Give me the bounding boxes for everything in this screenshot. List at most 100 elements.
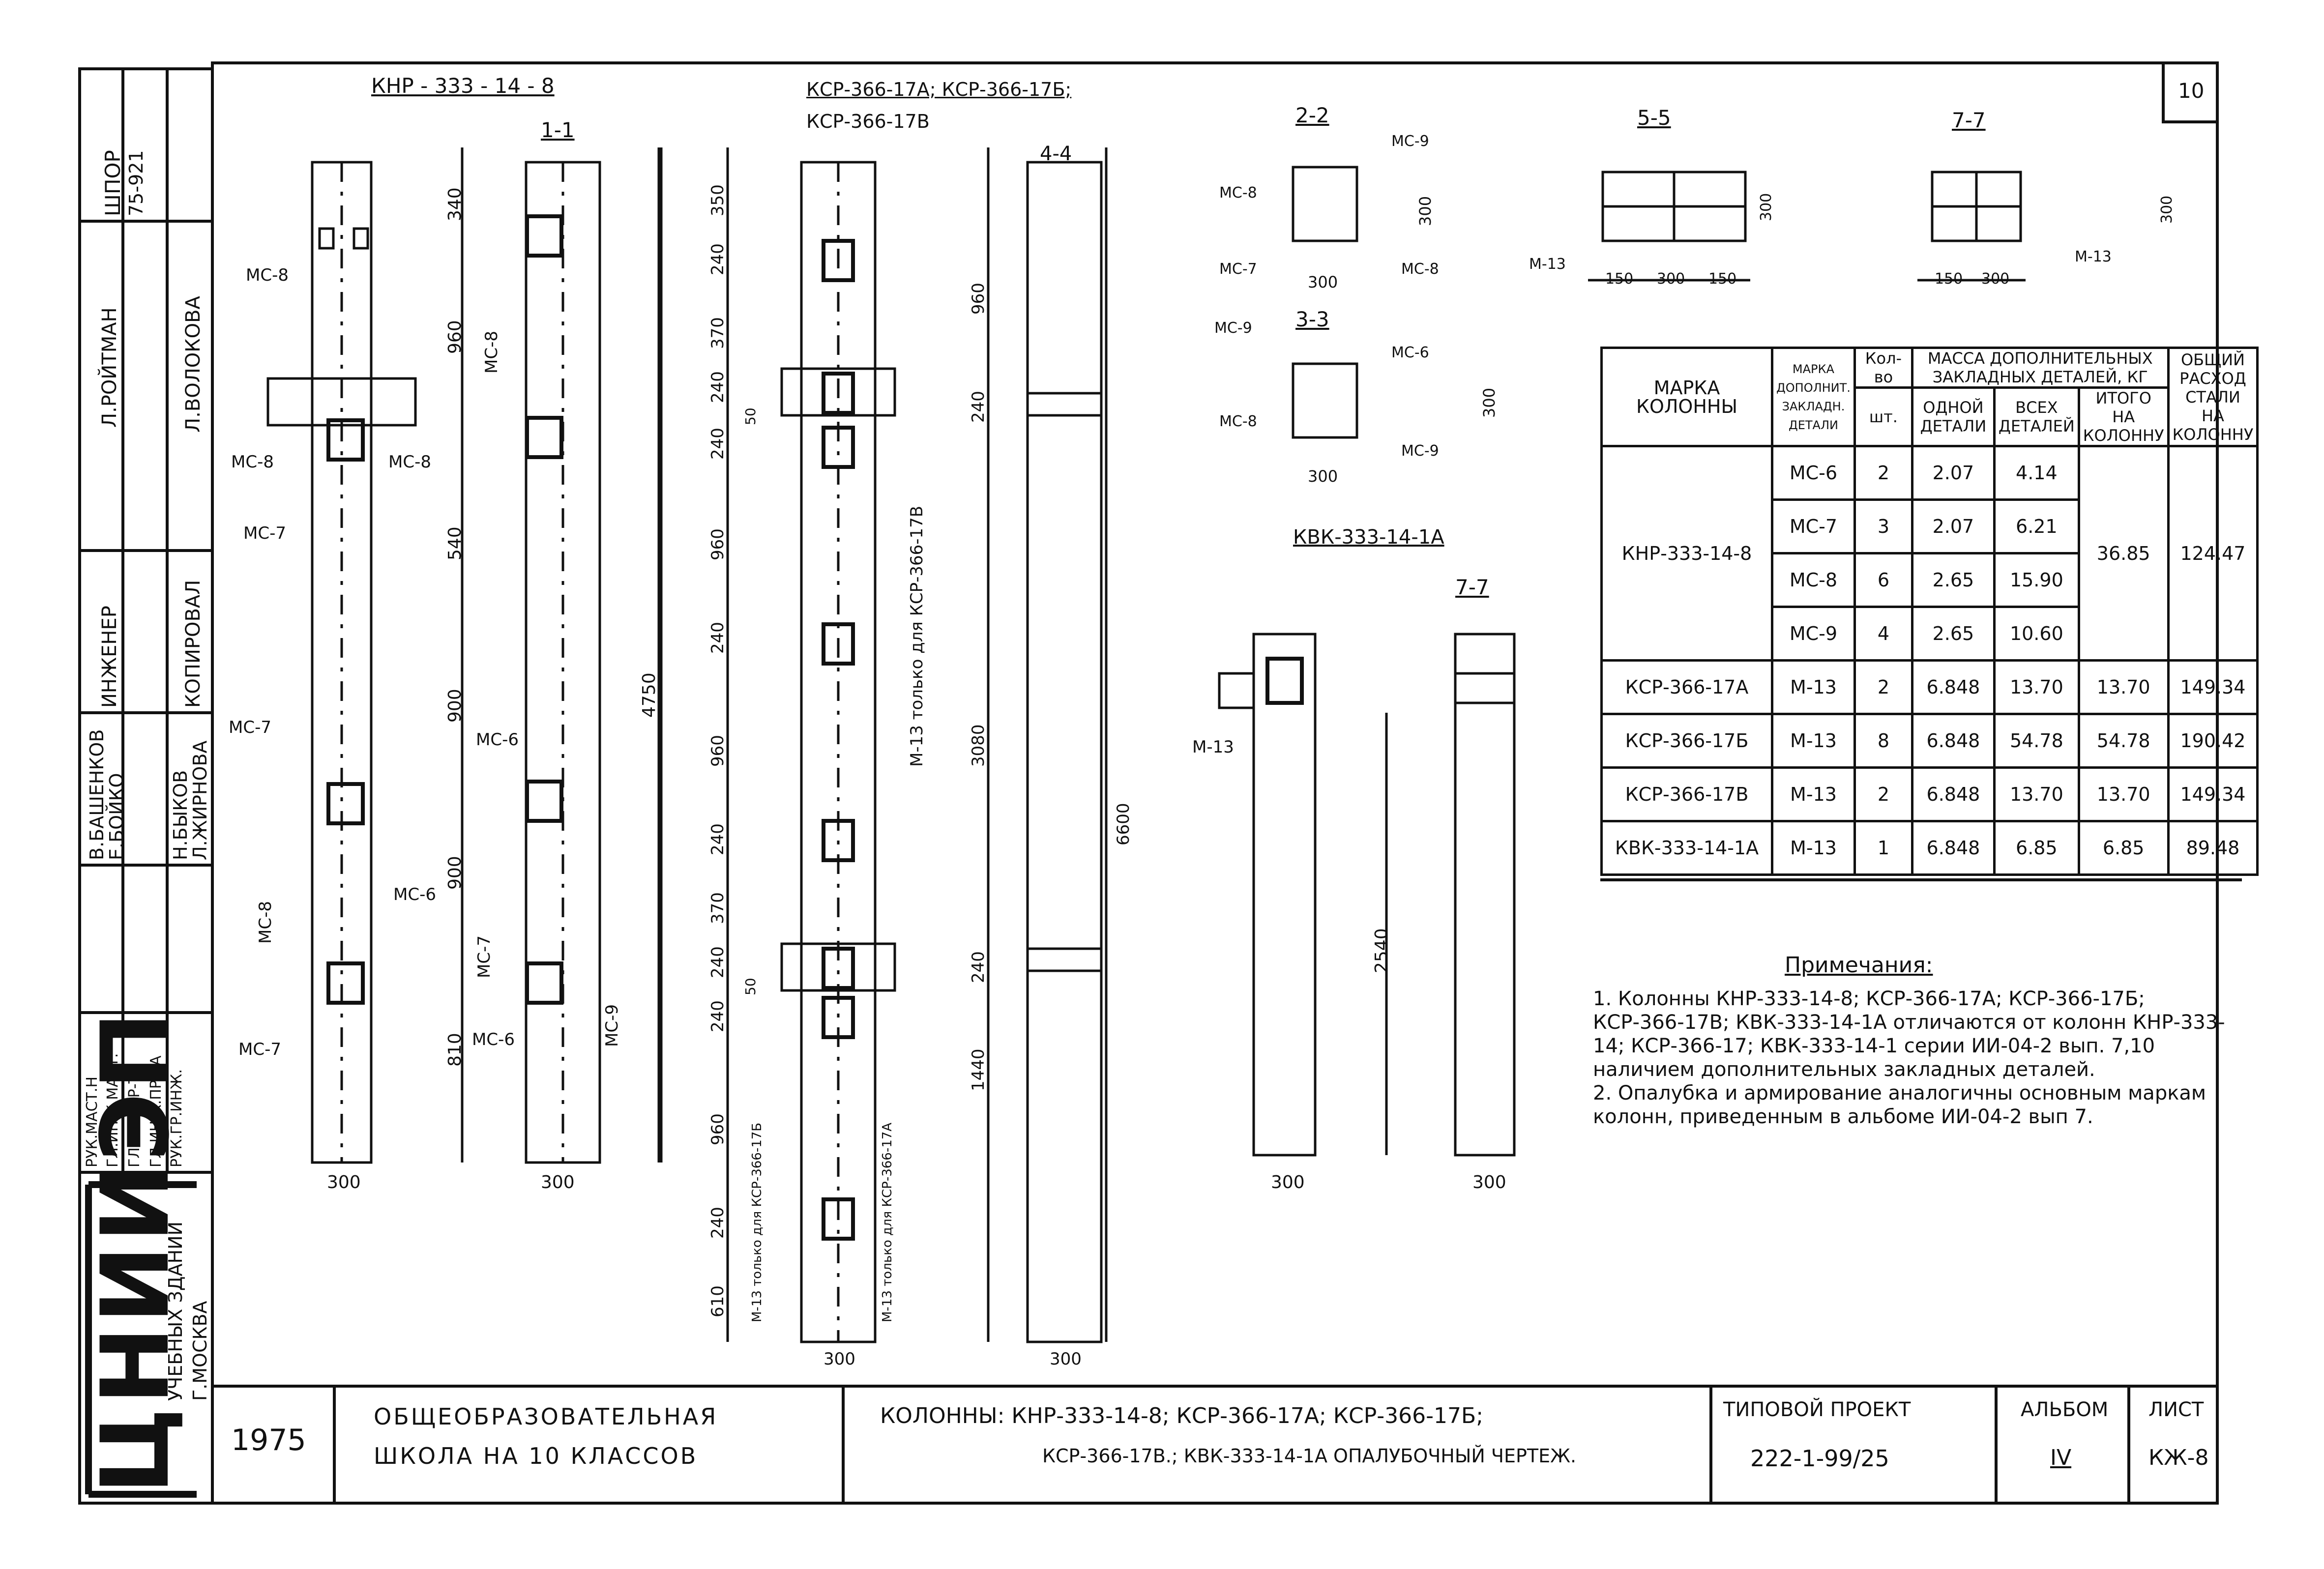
label-ms6-11: МС-6 xyxy=(476,730,519,750)
stamp-code-2: 75-921 xyxy=(125,150,147,216)
cell-one: 6.848 xyxy=(1911,659,1996,715)
cell-one: 6.848 xyxy=(1911,713,1996,769)
cell-all: 15.90 xyxy=(1993,552,2080,608)
tb-project-value: 222-1-99/25 xyxy=(1750,1445,1889,1472)
kvk-elevation xyxy=(1218,633,1516,1157)
label-m13-77: М-13 xyxy=(2075,248,2112,265)
dim-22-300: 300 xyxy=(1308,273,1338,291)
knr-elevation xyxy=(266,147,663,1164)
notes-title: Примечания: xyxy=(1785,953,1933,978)
dim-ksr-240-f: 240 xyxy=(708,946,728,978)
label-ms8-knr-4: МС-8 xyxy=(256,901,275,944)
section-7-7-top: 7-7 xyxy=(1952,108,1986,132)
cell-one: 6.848 xyxy=(1911,820,1996,876)
cell-part: М-13 xyxy=(1771,659,1856,715)
cell-part: МС-7 xyxy=(1771,498,1856,554)
stamp-name-bykov: Н.БЫКОВ xyxy=(170,770,191,860)
table-row: МС-8 6 2.65 15.90 xyxy=(1602,552,2258,608)
dim-ksr-240-right: 240 xyxy=(969,391,988,423)
dim-55-150: 150 xyxy=(1605,270,1634,288)
label-ms8-11: МС-8 xyxy=(482,331,501,374)
tb-sheet-label: ЛИСТ xyxy=(2148,1398,2204,1421)
cell-one: 2.07 xyxy=(1911,445,1996,501)
dim-kvk-300: 300 xyxy=(1271,1172,1305,1192)
tb-sheet-value: КЖ-8 xyxy=(2148,1445,2209,1470)
dim-kvk-2540: 2540 xyxy=(1372,928,1392,973)
cell-qty: 2 xyxy=(1853,766,1913,822)
dim-knr-4750: 4750 xyxy=(639,672,659,718)
label-ms7-knr-3: МС-7 xyxy=(238,1040,281,1059)
stamp-name-zhirnova: Л.ЖИРНОВА xyxy=(189,740,211,860)
table-row: КНР-333-14-8 МС-6 2 2.07 4.14 36.85 124.… xyxy=(1600,445,2259,662)
dim-ksr-50: 50 xyxy=(742,407,759,425)
cell-all: 13.70 xyxy=(1993,659,2080,715)
dim-55-150-b: 150 xyxy=(1708,270,1737,288)
stamp-name-roitman: Л.РОЙТМАН xyxy=(98,307,121,428)
cell-all: 6.85 xyxy=(1993,820,2080,876)
dim-77-150: 150 xyxy=(1935,270,1963,288)
dim-knr-900-b: 900 xyxy=(445,856,465,890)
cell-one: 2.07 xyxy=(1911,498,1996,554)
label-ms8-knr-3: МС-8 xyxy=(388,452,431,472)
label-ms8-22: МС-8 xyxy=(1219,184,1257,202)
dim-ksr-50-b: 50 xyxy=(742,978,759,995)
cell-steel: 149.34 xyxy=(2167,659,2259,715)
cell-part: М-13 xyxy=(1771,820,1856,876)
cell-mark: КСР-366-17А xyxy=(1600,659,1773,715)
table-row: МС-9 4 2.65 10.60 xyxy=(1602,606,2258,662)
label-ms8-knr: МС-8 xyxy=(246,265,289,285)
dim-22-300-v: 300 xyxy=(1416,196,1435,226)
dim-ksr-240-c: 240 xyxy=(708,428,728,460)
cell-steel: 190.42 xyxy=(2167,713,2259,769)
cell-all: 13.70 xyxy=(1993,766,2080,822)
dim-ksr-960: 960 xyxy=(708,528,728,560)
dim-ksr-240-h: 240 xyxy=(708,1207,728,1239)
embedded-parts-table: МАРКА КОЛОННЫ МАРКА ДОПОЛНИТ. ЗАКЛАДН. Д… xyxy=(1600,347,2259,876)
cell-all: 6.21 xyxy=(1993,498,2080,554)
cell-all: 10.60 xyxy=(1993,606,2080,662)
ksr-title-1: КСР-366-17А; КСР-366-17Б; xyxy=(806,79,1072,100)
tb-album-value: IV xyxy=(2050,1445,2072,1470)
section-7-7-kvk: 7-7 xyxy=(1455,575,1489,599)
cell-steel: 89.48 xyxy=(2167,820,2259,876)
label-ms9-22: МС-9 xyxy=(1391,133,1429,150)
knr-title: КНР - 333 - 14 - 8 xyxy=(371,74,555,98)
cell-part: МС-6 xyxy=(1771,445,1856,501)
stamp-code: ШПОР xyxy=(101,150,125,216)
dim-ksr-370-b: 370 xyxy=(708,892,728,924)
cell-qty: 2 xyxy=(1853,445,1913,501)
section-1-1: 1-1 xyxy=(541,118,575,142)
dim-ksr-240-d: 240 xyxy=(708,622,728,654)
table-row: КВК-333-14-1А М-13 1 6.848 6.85 6.85 89.… xyxy=(1600,820,2259,876)
stamp-name-bashenkov: В.БАШЕНКОВ xyxy=(86,729,108,860)
dim-11-300: 300 xyxy=(541,1172,575,1192)
label-ms8-22-b: МС-8 xyxy=(1401,261,1439,278)
label-ms7-11: МС-7 xyxy=(474,935,494,978)
dim-44-300: 300 xyxy=(1050,1349,1082,1369)
dim-knr-960: 960 xyxy=(445,320,465,354)
section-2-2: 2-2 xyxy=(1295,103,1329,127)
cell-all: 4.14 xyxy=(1993,445,2080,501)
tb-project-label: ТИПОВОЙ ПРОЕКТ xyxy=(1723,1398,1911,1421)
cell-mark: КСР-366-17В xyxy=(1600,766,1773,822)
ksr-elevation xyxy=(726,147,1108,1343)
label-ms8-33: МС-8 xyxy=(1219,413,1257,430)
dim-ksr-6600: 6600 xyxy=(1114,803,1133,845)
note-item: 2. Опалубка и армирование аналогичны осн… xyxy=(1593,1082,2206,1128)
side-stamp-frame xyxy=(78,67,214,1505)
notes: Примечания: 1. Колонны КНР-333-14-8; КСР… xyxy=(1593,954,2242,1129)
label-m13-55: М-13 xyxy=(1529,256,1566,273)
dim-knr-340: 340 xyxy=(445,187,465,221)
dim-ksr-610: 610 xyxy=(708,1285,728,1317)
cell-one: 2.65 xyxy=(1911,606,1996,662)
section-5-5: 5-5 xyxy=(1637,106,1671,130)
th-mass-one: ОДНОЙ ДЕТАЛИ xyxy=(1911,386,1996,447)
cell-part: М-13 xyxy=(1771,766,1856,822)
cniiep-logo-strokes xyxy=(85,1181,197,1498)
cell-all: 54.78 xyxy=(1993,713,2080,769)
tb-object-1: ОБЩЕОБРАЗОВАТЕЛЬНАЯ xyxy=(374,1403,718,1430)
dim-ksr-3080: 3080 xyxy=(969,724,988,767)
cell-total: 54.78 xyxy=(2077,713,2170,769)
cell-part: МС-9 xyxy=(1771,606,1856,662)
cell-one: 2.65 xyxy=(1911,552,1996,608)
